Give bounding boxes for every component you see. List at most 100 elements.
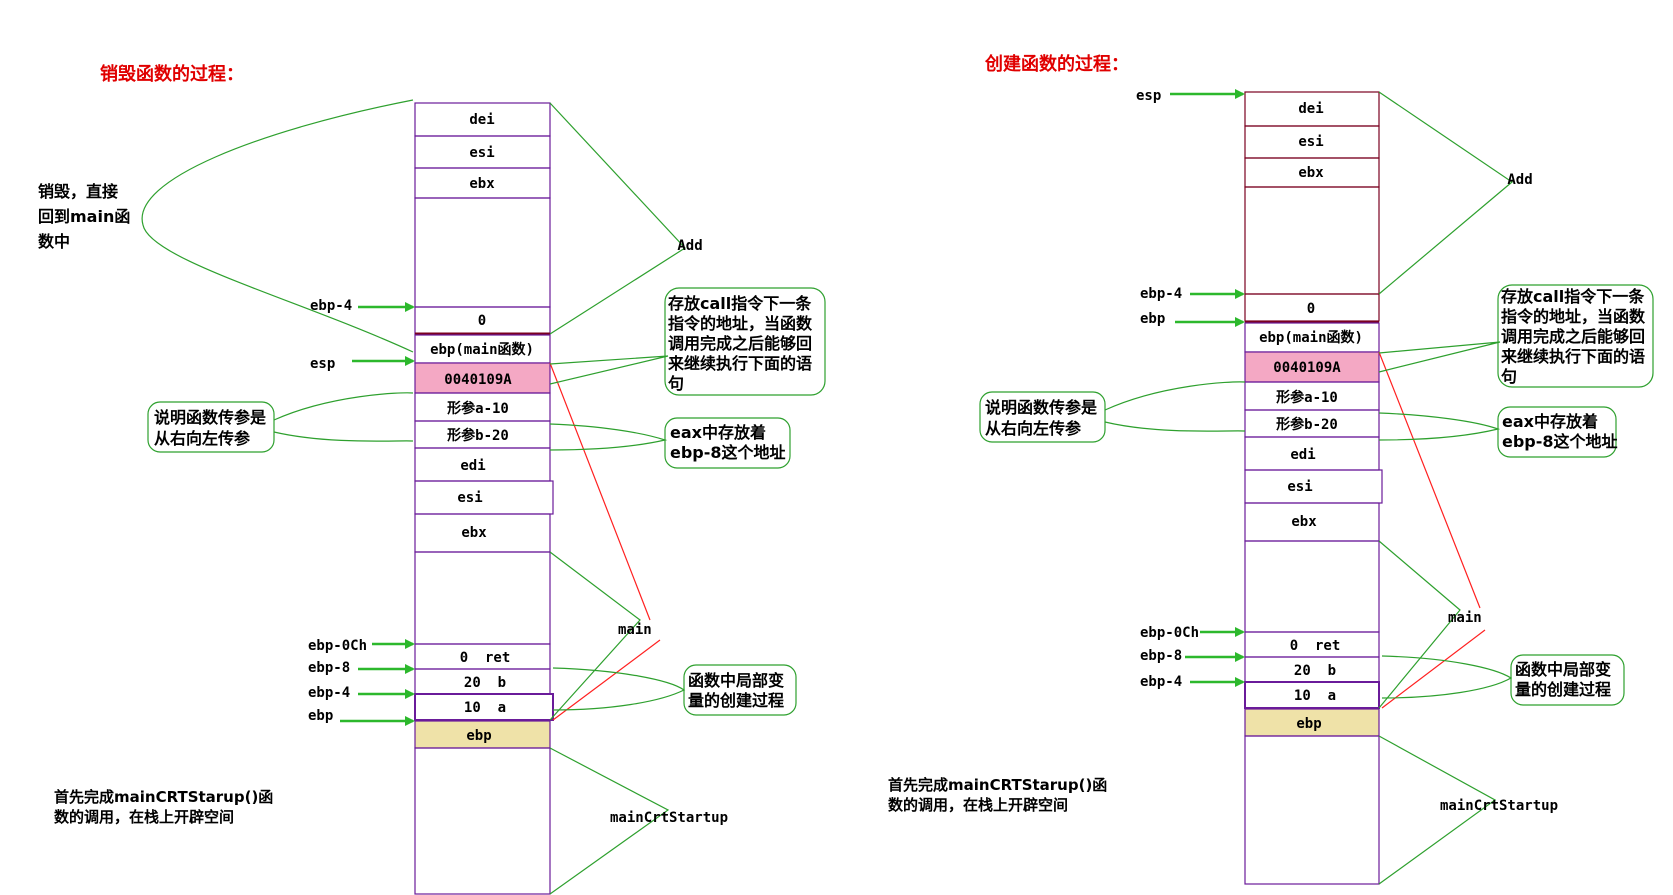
right-ptr-ebp-4-top: ebp-4 bbox=[1140, 286, 1182, 302]
left-ptr-ebp: ebp bbox=[308, 708, 333, 724]
right-panel: 创建函数的过程： dei esi ebx 0 ebp(main函数) bbox=[888, 53, 1654, 885]
left-note-call-line-4: 来继续执行下面的语 bbox=[667, 354, 812, 373]
left-note-first-line-1: 首先完成mainCRTStarup()函 bbox=[54, 788, 273, 806]
left-cell-ebp bbox=[414, 720, 551, 749]
right-cell-esi-text: esi bbox=[1287, 479, 1312, 495]
right-red-line-ebp bbox=[1381, 629, 1486, 709]
right-note-call-line-1: 存放call指令下一条 bbox=[1501, 287, 1645, 306]
left-note-call: 存放call指令下一条 指令的地址，当函数 调用完成之后能够回 来继续执行下面的… bbox=[667, 294, 813, 393]
left-ptr-esp: esp bbox=[310, 356, 335, 372]
left-note-first-line-2: 数的调用，在栈上开辟空间 bbox=[54, 808, 234, 826]
right-cell-ret-addr-text: 0040109A bbox=[1273, 360, 1341, 376]
right-note-call-line-5: 句 bbox=[1501, 367, 1517, 386]
right-params-box bbox=[979, 391, 1106, 443]
left-params-box bbox=[147, 401, 275, 453]
left-cell-empty-upper bbox=[414, 197, 551, 308]
left-cell-empty-lower bbox=[414, 551, 551, 645]
left-note-params-line-1: 说明函数传参是 bbox=[154, 408, 266, 427]
right-ptr-ebp-4: ebp-4 bbox=[1140, 674, 1182, 690]
right-note-call-line-2: 指令的地址，当函数 bbox=[1501, 307, 1646, 326]
left-cell-esi-top-text: esi bbox=[469, 145, 494, 161]
left-eax-box bbox=[664, 417, 791, 469]
left-cell-esi bbox=[414, 480, 554, 515]
left-brace-add bbox=[549, 102, 686, 335]
right-note-eax-line-1: eax中存放着 bbox=[1502, 412, 1598, 431]
left-note-eax-line-1: eax中存放着 bbox=[670, 423, 766, 442]
right-red-line-ret bbox=[1378, 351, 1481, 609]
right-pointer-arrows bbox=[1170, 89, 1245, 687]
right-note-call: 存放call指令下一条 指令的地址，当函数 调用完成之后能够回 来继续执行下面的… bbox=[1500, 287, 1646, 386]
left-brace-crt bbox=[549, 747, 670, 895]
left-cell-zero-text: 0 bbox=[478, 313, 486, 329]
right-callnote-box bbox=[1497, 284, 1654, 388]
right-locals-tail bbox=[1381, 655, 1513, 699]
right-note-first-line-2: 数的调用，在栈上开辟空间 bbox=[888, 796, 1068, 814]
right-cell-esi bbox=[1244, 469, 1383, 504]
right-cell-param-a-text: 形参a-10 bbox=[1276, 389, 1338, 406]
left-red-line-ret bbox=[549, 362, 651, 621]
left-locals-tail bbox=[552, 667, 686, 711]
right-cell-ebx-top-text: ebx bbox=[1298, 165, 1324, 181]
left-cell-ebx-text: ebx bbox=[461, 525, 487, 541]
left-title: 销毁函数的过程： bbox=[100, 63, 244, 85]
right-cell-a bbox=[1244, 681, 1380, 709]
left-cell-dei-text: dei bbox=[469, 112, 494, 128]
left-note-call-line-3: 调用完成之后能够回 bbox=[668, 334, 812, 353]
right-cell-b-text: 20 b bbox=[1294, 663, 1336, 679]
right-eax-tail bbox=[1378, 412, 1501, 441]
right-cell-empty-upper bbox=[1244, 186, 1380, 295]
left-cell-edi-text: edi bbox=[460, 458, 485, 474]
left-cell-a bbox=[414, 693, 554, 721]
left-ptr-ebp-8: ebp-8 bbox=[308, 660, 350, 676]
right-eax-box bbox=[1497, 406, 1617, 458]
left-pointer-arrows bbox=[340, 302, 415, 726]
left-eax-tail bbox=[549, 423, 668, 451]
right-label-crt: mainCrtStartup bbox=[1440, 798, 1558, 814]
right-brace-add bbox=[1378, 91, 1513, 295]
right-note-params-line-2: 从右向左传参 bbox=[985, 419, 1082, 438]
right-note-call-line-4: 来继续执行下面的语 bbox=[1500, 347, 1645, 366]
left-ptr-ebp-0ch: ebp-0Ch bbox=[308, 638, 367, 654]
left-callnote-box bbox=[664, 287, 826, 396]
left-cell-crt bbox=[414, 747, 551, 895]
left-note-destroy: 销毁，直接 回到main函 数中 bbox=[38, 182, 130, 251]
left-cell-b-text: 20 b bbox=[464, 675, 506, 691]
right-cell-esi-top-text: esi bbox=[1298, 134, 1323, 150]
left-ptr-ebp-4: ebp-4 bbox=[308, 685, 350, 701]
left-stack bbox=[414, 102, 554, 895]
right-stack bbox=[1244, 91, 1383, 885]
right-cell-ebx-text: ebx bbox=[1291, 514, 1317, 530]
left-label-main: main bbox=[618, 622, 652, 638]
left-note-call-line-1: 存放call指令下一条 bbox=[668, 294, 812, 313]
left-cell-ret-text: 0 ret bbox=[460, 650, 511, 666]
left-cell-a-text: 10 a bbox=[464, 700, 506, 716]
right-cell-ret-addr bbox=[1244, 351, 1380, 383]
left-callnote-tail bbox=[549, 355, 669, 385]
right-cell-crt bbox=[1244, 735, 1380, 885]
right-ptr-ebp-0ch: ebp-0Ch bbox=[1140, 625, 1199, 641]
right-red-lines bbox=[1378, 351, 1486, 709]
right-note-locals-line-2: 量的创建过程 bbox=[1515, 680, 1611, 699]
right-brace-main bbox=[1378, 540, 1461, 709]
right-ptr-esp: esp bbox=[1136, 88, 1161, 104]
right-cell-edi-text: edi bbox=[1290, 447, 1315, 463]
right-brace-crt bbox=[1378, 735, 1497, 885]
left-ptr-ebp-4-top: ebp-4 bbox=[310, 298, 352, 314]
right-label-main: main bbox=[1448, 610, 1482, 626]
right-cell-zero-text: 0 bbox=[1307, 301, 1315, 317]
right-cell-empty-lower bbox=[1244, 540, 1380, 633]
left-brace-lines bbox=[549, 102, 686, 895]
right-note-params-line-1: 说明函数传参是 bbox=[985, 398, 1097, 417]
left-red-line-ebp bbox=[552, 639, 661, 721]
left-note-locals-line-2: 量的创建过程 bbox=[688, 691, 784, 710]
right-note-call-line-3: 调用完成之后能够回 bbox=[1501, 327, 1645, 346]
left-cell-ret-addr bbox=[414, 362, 551, 394]
left-note-eax-line-2: ebp-8这个地址 bbox=[670, 443, 786, 462]
left-note-params-line-2: 从右向左传参 bbox=[154, 429, 251, 448]
left-destroy-curve bbox=[141, 99, 414, 353]
left-cell-ebx-top-text: ebx bbox=[469, 176, 495, 192]
right-cell-ebp-text: ebp bbox=[1296, 716, 1321, 732]
left-brace-main bbox=[549, 551, 641, 721]
right-note-eax-line-2: ebp-8这个地址 bbox=[1502, 432, 1618, 451]
